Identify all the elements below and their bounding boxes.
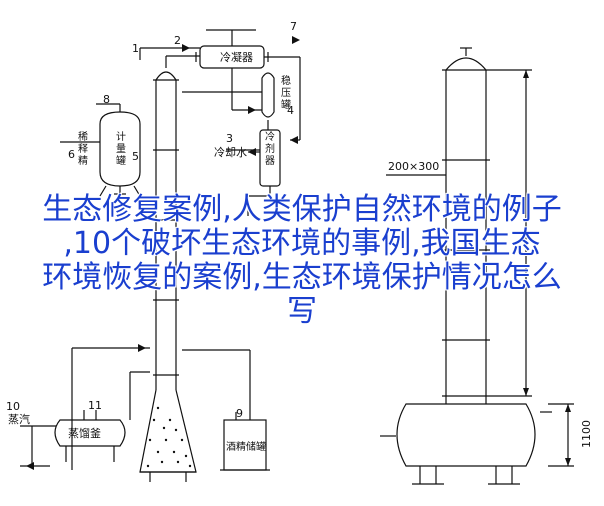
callout-4: 4	[287, 104, 294, 117]
callout-7: 7	[290, 20, 297, 33]
overlay-line-1: 生态修复案例,人类保护自然环境的例子	[42, 192, 562, 227]
callout-3: 3	[226, 132, 233, 145]
column-base	[139, 389, 197, 473]
cooling-water-label: 冷却水	[214, 146, 247, 159]
metering-tank	[99, 111, 141, 187]
condenser-label: 冷凝器	[220, 50, 253, 64]
alcohol-tank-label: 酒精储罐	[226, 440, 266, 453]
dilute-label: 稀释精	[78, 130, 88, 167]
metering-tank-label: 计量罐	[116, 130, 126, 167]
overlay-line-3: 环境恢复的案例,生态环境保护情况怎么	[42, 260, 562, 295]
callout-5: 5	[132, 150, 139, 163]
callout-8: 8	[103, 93, 110, 106]
flow-arrows	[26, 36, 571, 470]
distill-kettle	[54, 419, 126, 447]
callout-9: 9	[236, 407, 243, 420]
section-dimension: 200×300	[388, 160, 439, 173]
elevation-top	[445, 57, 487, 71]
height-dimension: 1100	[580, 420, 593, 448]
column-top-cap	[155, 71, 177, 81]
distill-kettle-label: 蒸馏釜	[68, 426, 101, 440]
overlay-line-4: 写	[287, 294, 317, 329]
callout-2: 2	[174, 34, 181, 47]
callout-11: 11	[88, 399, 102, 412]
steam-label: 蒸汽	[8, 412, 30, 426]
stabilizer-tank	[261, 72, 275, 118]
callout-6: 6	[68, 148, 75, 161]
stabilizer-label: 稳压罐	[281, 74, 291, 111]
horizontal-vessel	[396, 403, 536, 467]
column-packing	[146, 406, 192, 468]
callout-10: 10	[6, 400, 20, 413]
overlay-line-2: ,10个破坏生态环境的事例,我国生态	[63, 226, 541, 261]
callout-1: 1	[132, 42, 139, 55]
cold-solvent-label: 冷剂器	[265, 130, 275, 167]
